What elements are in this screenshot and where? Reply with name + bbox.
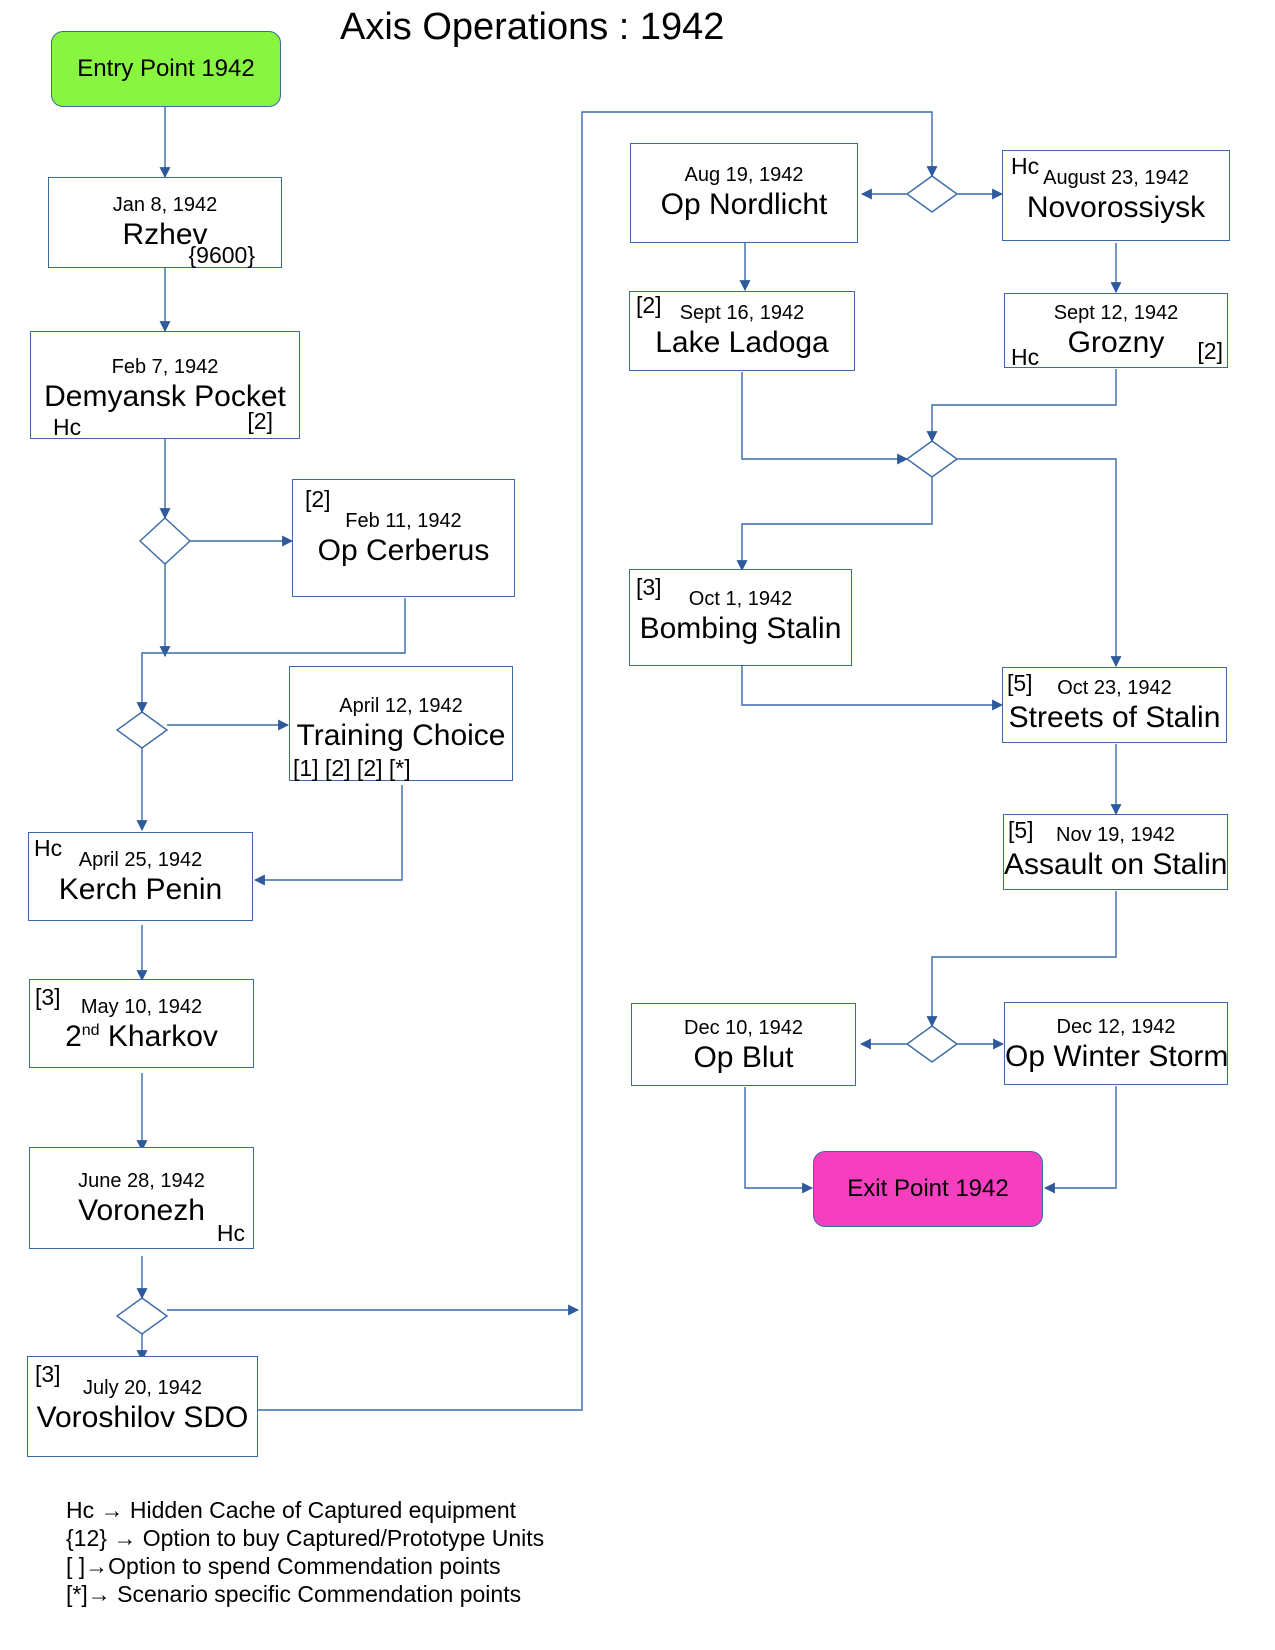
- node-kerch: Hc April 25, 1942 Kerch Penin: [28, 832, 253, 921]
- node-nordlicht: Aug 19, 1942 Op Nordlicht: [630, 143, 858, 243]
- node-date: Feb 11, 1942: [345, 510, 462, 532]
- node-bombing: [3] Oct 1, 1942 Bombing Stalin: [629, 569, 852, 666]
- node-demyansk: Feb 7, 1942 Demyansk Pocket Hc [2]: [30, 331, 300, 440]
- entry-point: Entry Point 1942: [51, 31, 281, 107]
- node-rzhev: Jan 8, 1942 Rzhev {9600}: [48, 177, 282, 268]
- node-name: Novorossiysk: [1026, 191, 1206, 224]
- node-date: April 12, 1942: [339, 695, 463, 717]
- node-date: Aug 19, 1942: [684, 164, 804, 186]
- node-date: August 23, 1942: [1043, 167, 1189, 189]
- node-date: Dec 10, 1942: [684, 1017, 803, 1039]
- node-date: Sept 16, 1942: [679, 302, 805, 324]
- node-grozny: Sept 12, 1942 Grozny Hc [2]: [1004, 293, 1228, 370]
- exit-point: Exit Point 1942: [813, 1151, 1043, 1227]
- legend-units: {12} → Option to buy Captured/Prototype …: [66, 1525, 545, 1551]
- name-number: 2: [65, 1020, 82, 1053]
- node-voronezh: June 28, 1942 Voronezh Hc: [29, 1147, 254, 1249]
- name-ordinal: nd: [81, 1022, 100, 1039]
- legend-commendation: [ ]→Option to spend Commendation points: [66, 1553, 501, 1579]
- node-date: Dec 12, 1942: [1056, 1016, 1176, 1038]
- hc-tag: Hc: [1011, 153, 1040, 179]
- decision-diamond: [905, 175, 959, 213]
- node-date: Feb 7, 1942: [111, 356, 219, 378]
- node-name: Bombing Stalin: [639, 612, 842, 645]
- legend: Hc → Hidden Cache of Captured equipment …: [66, 1496, 544, 1608]
- node-novorossiysk: Hc August 23, 1942 Novorossiysk: [1002, 150, 1230, 241]
- node-streets: [5] Oct 23, 1942 Streets of Stalin: [1002, 667, 1227, 743]
- node-date: Nov 19, 1942: [1056, 824, 1175, 846]
- arrow: [926, 369, 1117, 443]
- arrow: [744, 1087, 814, 1194]
- hc-tag: Hc: [53, 414, 82, 440]
- points-tag: [3]: [35, 1361, 61, 1387]
- node-date: June 28, 1942: [78, 1170, 205, 1192]
- node-name: Grozny: [1067, 326, 1165, 359]
- decision-diamond: [115, 711, 169, 749]
- node-name: Lake Ladoga: [655, 326, 829, 359]
- node-name: Voroshilov SDO: [36, 1401, 249, 1434]
- arrow: [1043, 1086, 1117, 1194]
- node-date: Jan 8, 1942: [112, 194, 218, 216]
- points-tag: [5]: [1008, 817, 1034, 843]
- arrow: [741, 666, 1004, 711]
- points-tag: [5]: [1007, 670, 1033, 696]
- node-assault: [5] Nov 19, 1942 Assault on Stalin: [1003, 814, 1228, 890]
- node-date: April 25, 1942: [78, 849, 203, 871]
- arrow: [253, 785, 403, 886]
- node-voroshilov: [3] July 20, 1942 Voroshilov SDO: [27, 1356, 258, 1457]
- node-name: Kerch Penin: [58, 873, 223, 906]
- points-tag: [2]: [305, 486, 331, 512]
- decision-diamond: [905, 1025, 959, 1063]
- legend-scenario: [*]→ Scenario specific Commendation poin…: [66, 1581, 522, 1607]
- node-date: Oct 1, 1942: [688, 588, 793, 610]
- arrow: [258, 111, 938, 1411]
- units-tag: {9600}: [188, 242, 255, 268]
- node-name: Training Choice: [296, 719, 506, 752]
- node-name: Rzhev: [122, 218, 208, 251]
- arrow: [136, 598, 406, 714]
- node-blut: Dec 10, 1942 Op Blut: [631, 1003, 856, 1086]
- node-date: Sept 12, 1942: [1053, 302, 1179, 324]
- points-tag: [2]: [636, 292, 662, 318]
- node-cerberus: [2] Feb 11, 1942 Op Cerberus: [292, 479, 515, 597]
- entry-label: Entry Point 1942: [77, 55, 255, 82]
- points-tag: [3]: [35, 984, 61, 1010]
- node-name: 2nd Kharkov: [30, 1020, 253, 1054]
- node-name: Assault on Stalin: [1004, 848, 1228, 881]
- node-ladoga: [2] Sept 16, 1942 Lake Ladoga: [629, 291, 855, 371]
- node-name: Op Blut: [693, 1041, 794, 1074]
- decision-diamond: [905, 440, 959, 478]
- hc-tag: Hc: [216, 1220, 245, 1246]
- arrow: [741, 372, 909, 465]
- node-date: July 20, 1942: [83, 1377, 202, 1399]
- node-date: May 10, 1942: [80, 996, 203, 1018]
- node-name: Demyansk Pocket: [44, 380, 286, 413]
- points-tag: [2]: [1197, 338, 1223, 364]
- points-tag: [3]: [636, 574, 662, 600]
- node-kharkov: [3] May 10, 1942 2nd Kharkov: [29, 979, 254, 1068]
- legend-hc: Hc → Hidden Cache of Captured equipment: [66, 1497, 517, 1523]
- arrow: [736, 477, 933, 572]
- node-winter: Dec 12, 1942 Op Winter Storm: [1004, 1002, 1228, 1085]
- node-name: Op Nordlicht: [660, 188, 828, 221]
- node-date: Oct 23, 1942: [1057, 677, 1172, 699]
- node-name: Op Winter Storm: [1005, 1040, 1229, 1073]
- node-training: April 12, 1942 Training Choice [1] [2] […: [289, 666, 513, 781]
- hc-tag: Hc: [34, 835, 63, 861]
- arrow: [957, 458, 1122, 668]
- node-name: Streets of Stalin: [1008, 701, 1221, 734]
- page-title: Axis Operations : 1942: [340, 6, 725, 48]
- node-name: Op Cerberus: [317, 534, 490, 567]
- node-name: Voronezh: [78, 1194, 205, 1227]
- arrow: [926, 891, 1117, 1028]
- hc-tag: Hc: [1011, 344, 1040, 370]
- points-tag: [1] [2] [2] [*]: [293, 755, 411, 781]
- decision-diamond: [138, 517, 192, 565]
- name-rest: Kharkov: [99, 1020, 218, 1053]
- points-tag: [2]: [247, 408, 273, 434]
- exit-label: Exit Point 1942: [847, 1175, 1009, 1202]
- decision-diamond: [115, 1297, 169, 1335]
